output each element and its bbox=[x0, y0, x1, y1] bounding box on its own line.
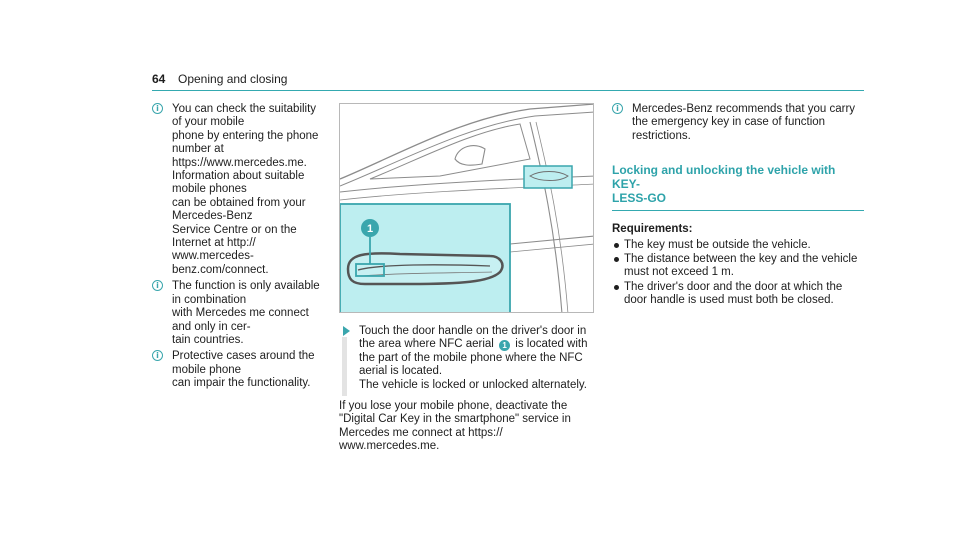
requirements-title: Requirements: bbox=[612, 223, 693, 236]
keyless-go-heading: Locking and unlocking the vehicle with K… bbox=[612, 163, 836, 206]
list-item: The driver's door and the door at which … bbox=[612, 281, 864, 308]
step-text-after: is located with the part of the mobile p… bbox=[359, 338, 588, 378]
bullet-icon bbox=[614, 242, 619, 248]
lost-phone-paragraph: If you lose your mobile phone, deactivat… bbox=[339, 400, 571, 453]
step-result: The vehicle is locked or unlocked altern… bbox=[359, 378, 587, 391]
left-column: i You can check the suitability of your … bbox=[152, 103, 328, 394]
info-icon: i bbox=[152, 350, 163, 362]
bullet-icon bbox=[614, 284, 619, 290]
nfc-aerial-callout-inline: 1 bbox=[499, 340, 511, 352]
info-icon: i bbox=[152, 103, 163, 114]
section-title: Opening and closing bbox=[178, 72, 288, 86]
info-note: i The function is only available in comb… bbox=[152, 280, 328, 347]
info-icon: i bbox=[152, 280, 163, 292]
heading-rule bbox=[612, 210, 864, 212]
nfc-aerial-callout bbox=[361, 219, 379, 237]
car-door-drawing: 1 bbox=[340, 104, 593, 312]
step-text-before: Touch the door handle on the driver's do… bbox=[359, 325, 587, 351]
header-rule bbox=[152, 90, 864, 91]
bullet-icon bbox=[614, 257, 619, 263]
requirement-text: The distance between the key and the veh… bbox=[624, 253, 858, 279]
note-text: Mercedes-Benz recommends that you carry … bbox=[632, 103, 856, 142]
page-number: 64 bbox=[152, 72, 166, 86]
requirement-text: The driver's door and the door at which … bbox=[624, 280, 843, 307]
note-text: Protective cases around the mobile phone… bbox=[172, 350, 315, 390]
info-note: i Mercedes-Benz recommends that you carr… bbox=[612, 103, 864, 143]
callout-number: 1 bbox=[367, 223, 373, 235]
step-arrow-icon bbox=[343, 326, 350, 336]
info-note: i You can check the suitability of your … bbox=[152, 103, 328, 277]
middle-column: Touch the door handle on the driver's do… bbox=[339, 325, 601, 454]
list-item: The key must be outside the vehicle. bbox=[612, 239, 864, 252]
requirements-list: The key must be outside the vehicle. The… bbox=[612, 239, 864, 308]
note-text: You can check the suitability of your mo… bbox=[172, 103, 319, 276]
list-item: The distance between the key and the veh… bbox=[612, 253, 864, 280]
note-text: The function is only available in combin… bbox=[172, 280, 320, 346]
requirement-text: The key must be outside the vehicle. bbox=[624, 238, 811, 251]
info-icon: i bbox=[612, 103, 623, 114]
info-note: i Protective cases around the mobile pho… bbox=[152, 350, 328, 390]
instruction-step: Touch the door handle on the driver's do… bbox=[339, 325, 601, 397]
right-column: i Mercedes-Benz recommends that you carr… bbox=[612, 103, 864, 309]
page-header: 64 Opening and closing bbox=[152, 70, 864, 92]
door-handle-illustration: 1 bbox=[339, 103, 594, 313]
step-result-bar bbox=[342, 337, 347, 397]
